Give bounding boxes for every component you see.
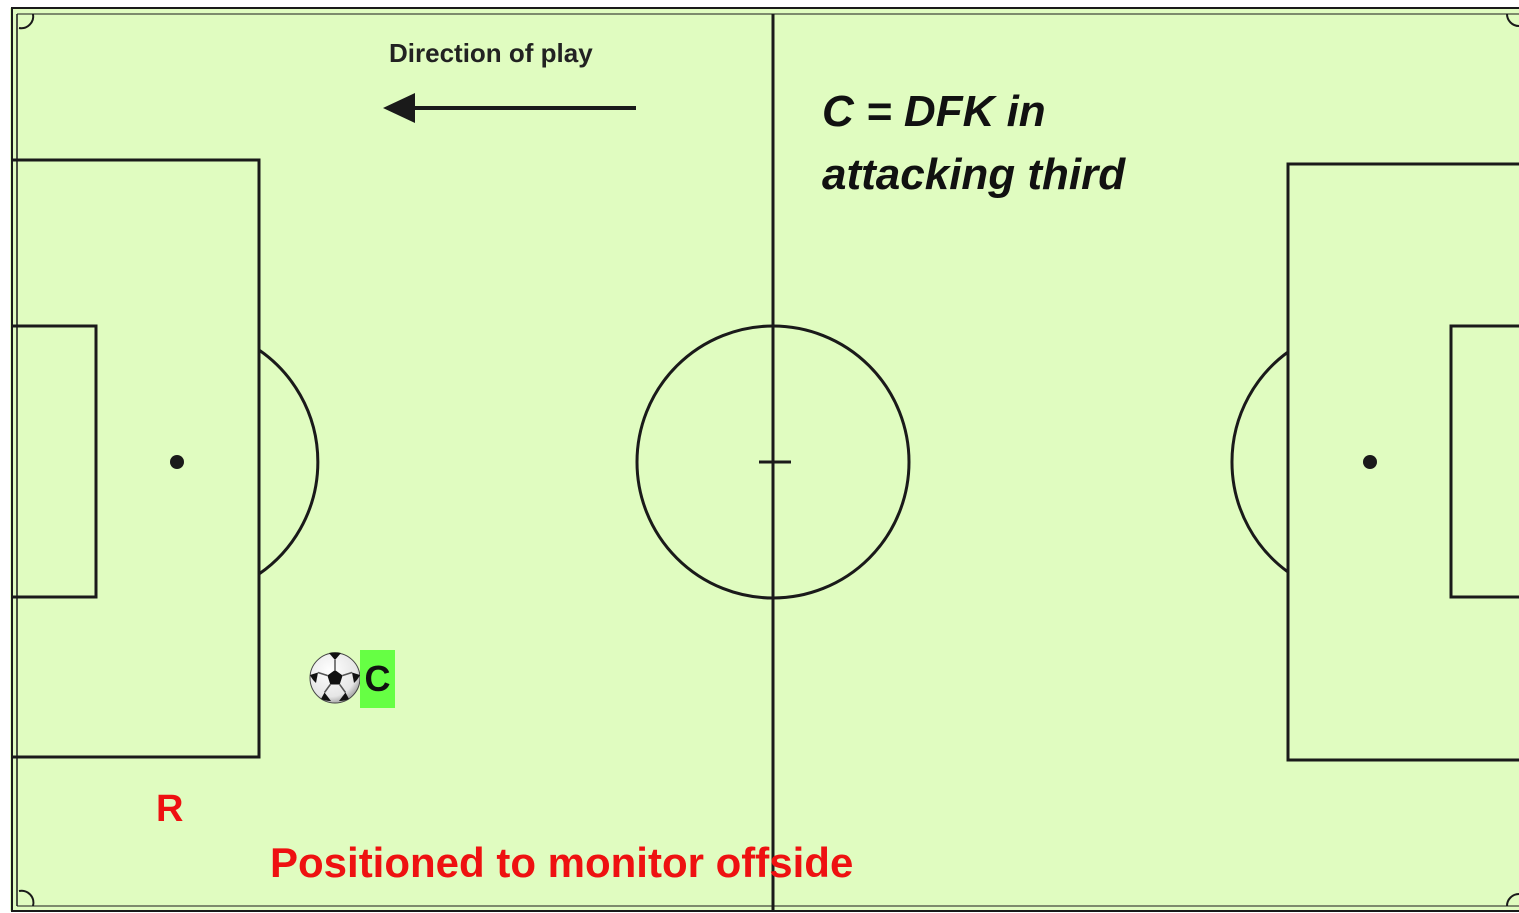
corner-arc-bottom-left <box>18 889 35 907</box>
right-penalty-arc <box>1230 350 1289 574</box>
left-penalty-spot <box>170 455 184 469</box>
right-goal-area <box>1449 324 1519 599</box>
corner-arc-top-right <box>1506 13 1519 27</box>
soccer-ball-icon <box>309 652 361 704</box>
left-penalty-arc <box>258 348 320 576</box>
left-goal-area <box>12 324 98 599</box>
situation-title: C = DFK in attacking third <box>822 87 1126 199</box>
corner-arc-bottom-right <box>1506 893 1519 907</box>
player-c-marker: C <box>360 650 395 708</box>
left-arrow-icon <box>383 93 636 123</box>
corner-arc-top-left <box>18 13 35 30</box>
right-penalty-area <box>1286 162 1519 762</box>
left-penalty-area <box>12 158 261 759</box>
pitch-surface <box>10 8 1519 911</box>
right-penalty-spot <box>1363 455 1377 469</box>
direction-of-play-label: Direction of play <box>389 38 593 68</box>
referee-marker: R <box>156 788 184 830</box>
center-circle <box>635 324 911 600</box>
position-note: Positioned to monitor offside <box>270 839 854 886</box>
